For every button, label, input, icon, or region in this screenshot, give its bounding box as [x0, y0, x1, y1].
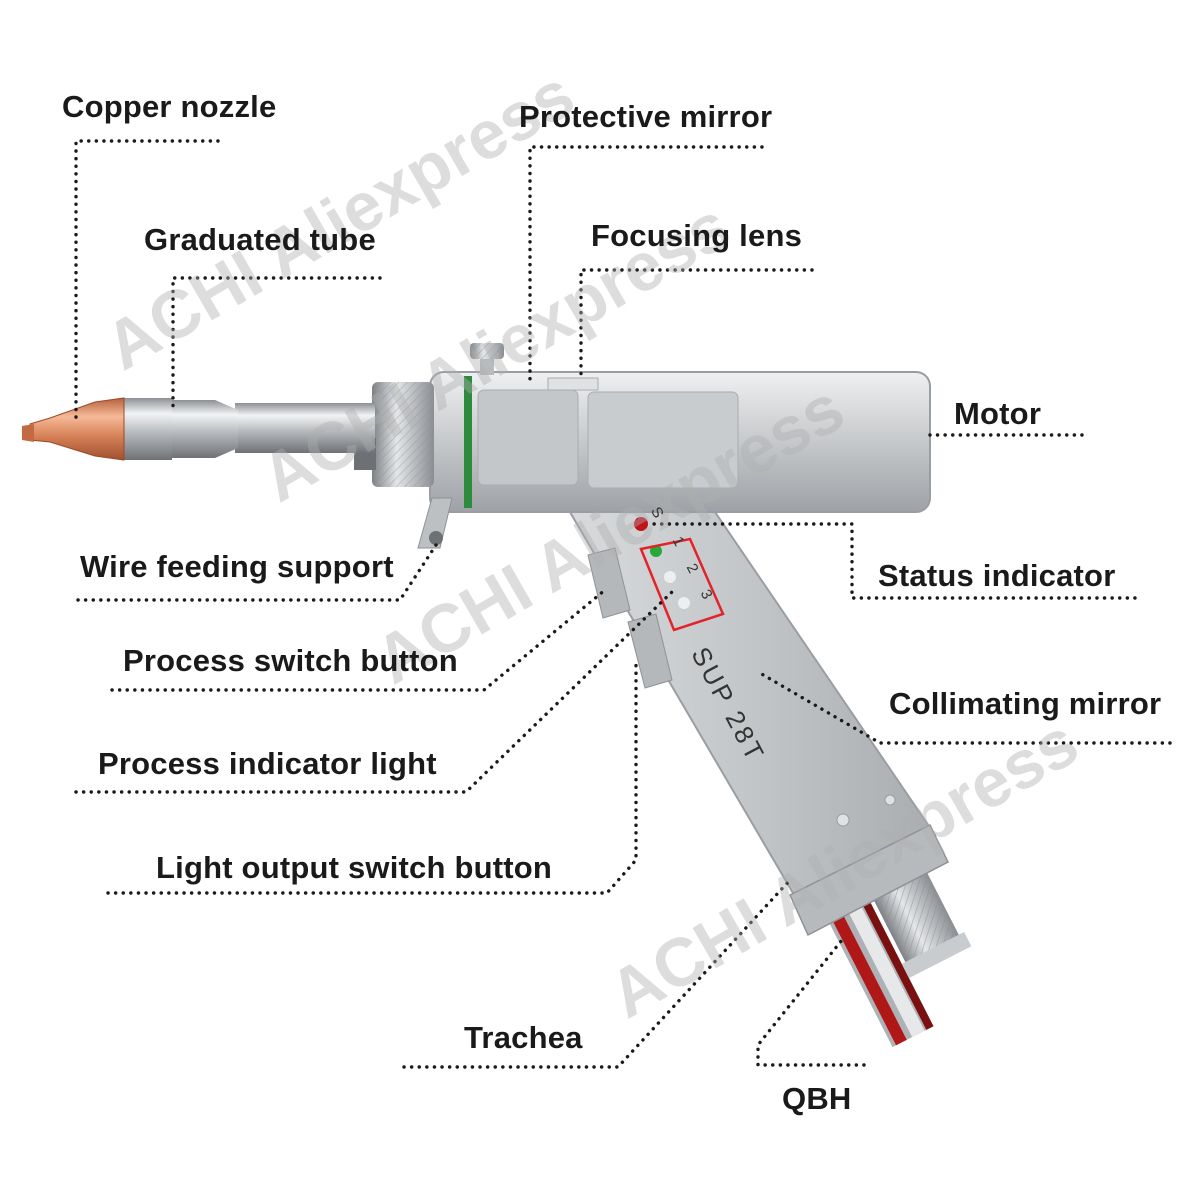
leader-light-output-switch-button	[106, 658, 638, 895]
label-trachea: Trachea	[464, 1020, 583, 1055]
label-focusing-lens: Focusing lens	[591, 218, 803, 253]
graduated-tube-shape	[120, 398, 375, 460]
focus-knob	[470, 343, 504, 375]
leader-process-indicator-light	[74, 588, 676, 794]
leader-graduated-tube	[171, 276, 382, 412]
process-switch-button-shape	[587, 547, 631, 619]
front-collar	[354, 382, 434, 487]
leader-trachea	[402, 878, 792, 1069]
process-led-2	[664, 571, 676, 583]
label-protective-mirror: Protective mirror	[519, 99, 773, 134]
label-status-indicator: Status indicator	[878, 558, 1116, 593]
status-led	[634, 517, 648, 531]
label-copper-nozzle: Copper nozzle	[62, 89, 277, 124]
label-process-switch-button: Process switch button	[123, 643, 458, 678]
process-indicator-box	[639, 537, 725, 632]
label-graduated-tube: Graduated tube	[144, 222, 376, 257]
light-output-switch-button-shape	[627, 613, 673, 689]
leader-protective-mirror	[528, 145, 764, 382]
process-led-1	[650, 545, 662, 557]
process-led-3	[678, 597, 690, 609]
gun-handle	[558, 488, 949, 937]
leader-qbh	[756, 938, 866, 1067]
copper-nozzle-shape	[22, 397, 125, 461]
leader-wire-feeding-support	[76, 543, 438, 602]
label-motor: Motor	[954, 396, 1042, 431]
leader-collimating-mirror	[758, 671, 1172, 745]
green-ring	[464, 376, 472, 508]
leader-copper-nozzle	[74, 139, 220, 420]
leader-focusing-lens	[579, 268, 814, 380]
label-light-output-switch-button: Light output switch button	[156, 850, 553, 885]
leader-status-indicator	[648, 522, 1137, 600]
label-process-indicator-light: Process indicator light	[98, 746, 437, 781]
leader-process-switch-button	[110, 588, 607, 692]
label-collimating-mirror: Collimating mirror	[889, 686, 1162, 721]
label-qbh: QBH	[782, 1081, 852, 1116]
leader-lines	[74, 139, 1172, 1069]
wire-feeding-support-bracket	[417, 497, 453, 549]
gun-body	[429, 371, 931, 513]
label-wire-feeding-support: Wire feeding support	[80, 549, 394, 584]
